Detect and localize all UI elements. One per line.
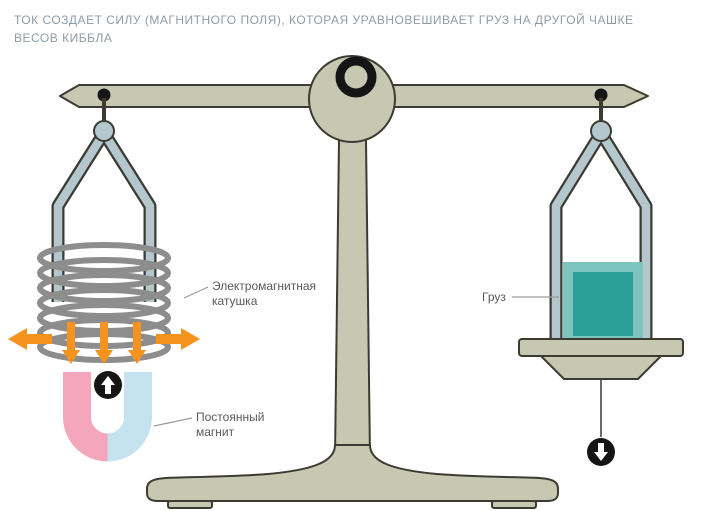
coil-leader-line	[183, 286, 209, 299]
left-hanger	[51, 98, 157, 302]
weight-block	[563, 262, 643, 346]
right-pan-slab	[518, 338, 684, 357]
pivot-dot-left	[97, 88, 111, 102]
beam-pivots	[97, 88, 608, 102]
force-arrow-left-icon	[8, 328, 52, 350]
balance-foot-left	[167, 500, 213, 509]
balance-foot-right	[491, 500, 537, 509]
balance-frame	[59, 55, 649, 509]
weight-block-core	[573, 272, 633, 336]
right-hanger-ball	[590, 120, 612, 142]
force-arrow-right-icon	[156, 328, 200, 350]
fulcrum-ring	[335, 56, 377, 98]
magnet-leader-line	[153, 417, 193, 427]
right-pan-skirt	[540, 355, 662, 380]
left-hanger-ball	[93, 120, 115, 142]
coil-loop	[37, 287, 171, 319]
coil-loop	[37, 242, 171, 274]
coil-label-line1: Электромагнитная	[212, 279, 316, 293]
balance-column	[334, 139, 371, 459]
balance-base	[146, 444, 559, 502]
coil-loop	[37, 272, 171, 304]
diagram-title-line1: ТОК СОЗДАЕТ СИЛУ (МАГНИТНОГО ПОЛЯ), КОТО…	[14, 12, 634, 27]
magnet-right-pole	[106, 372, 152, 462]
right-pan	[518, 338, 684, 380]
pivot-dot-right	[594, 88, 608, 102]
force-arrow-down-3-icon	[128, 322, 146, 364]
diagram-title-line2: ВЕСОВ КИББЛА	[14, 31, 112, 45]
coil-loop	[37, 257, 171, 289]
right-hanger	[549, 98, 653, 344]
permanent-magnet	[63, 372, 152, 462]
force-down-icon	[587, 438, 615, 466]
down-arrow-icon	[594, 443, 608, 461]
annotations: Электромагнитная катушка Постоянный магн…	[153, 279, 559, 439]
magnet-label-line1: Постоянный	[196, 410, 264, 424]
magnet-left-pole	[63, 372, 109, 462]
force-up-icon	[94, 371, 122, 399]
leader-lines	[153, 286, 559, 427]
magnet-label-line2: магнит	[196, 425, 235, 439]
fulcrum-disc	[308, 55, 396, 143]
current-force-arrows	[8, 322, 200, 364]
weight-label: Груз	[482, 290, 506, 304]
force-arrow-down-1-icon	[62, 322, 80, 364]
up-arrow-icon	[101, 376, 115, 394]
force-arrow-down-2-icon	[95, 322, 113, 364]
coil-label-line2: катушка	[212, 294, 258, 308]
